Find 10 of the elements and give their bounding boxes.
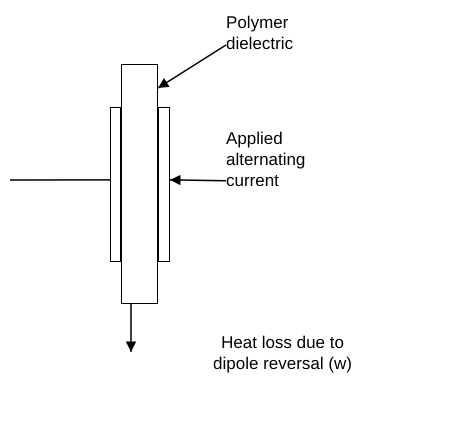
electrode-plate — [158, 107, 170, 262]
arrow — [126, 304, 136, 352]
wire — [10, 179, 110, 181]
leader-arrow — [158, 44, 226, 89]
electrode-plate — [110, 107, 121, 262]
leader-arrow — [170, 174, 226, 186]
annotation-text: Heat loss due to dipole reversal (w) — [212, 332, 353, 374]
callout-text: Polymer dielectric — [226, 12, 294, 54]
callout-text: Applied alternating current — [226, 128, 306, 191]
dielectric-layer — [121, 64, 158, 304]
